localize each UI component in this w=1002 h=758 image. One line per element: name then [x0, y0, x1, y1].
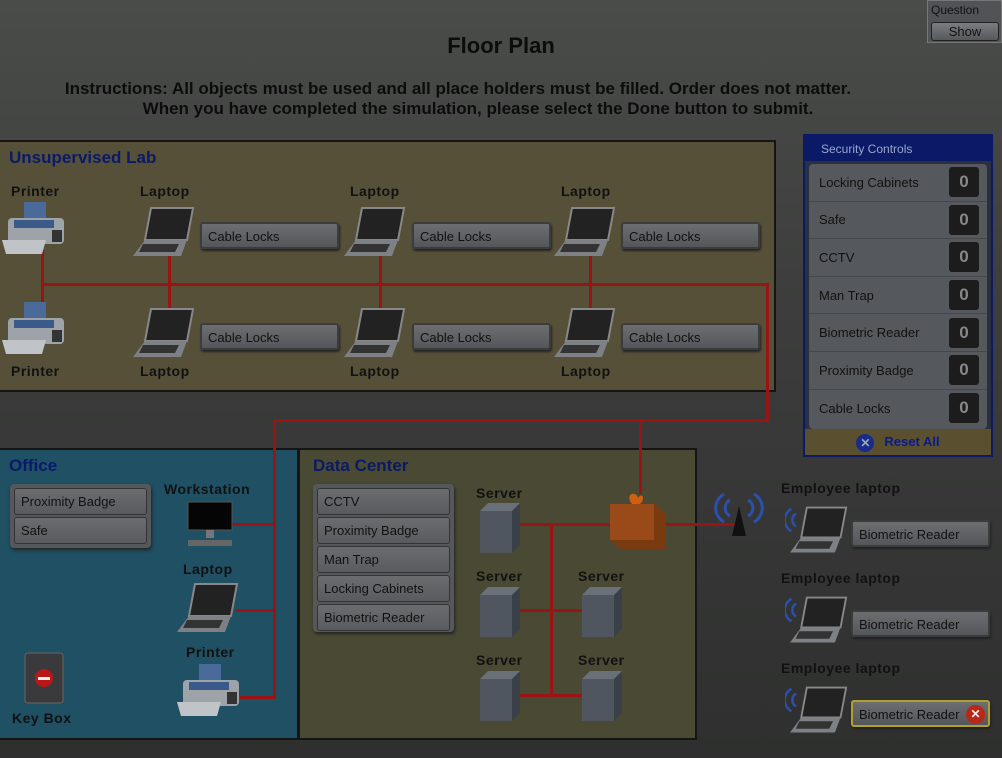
control-count: 0: [949, 280, 979, 311]
control-count: 0: [949, 167, 979, 198]
employee-slot-label: Biometric Reader: [859, 707, 960, 722]
control-label: Locking Cabinets: [819, 174, 919, 190]
security-controls-panel: Security Controls Locking Cabinets 0 Safe…: [803, 134, 993, 457]
datacenter-slot[interactable]: Man Trap: [317, 546, 450, 573]
laptop-label: Laptop: [561, 363, 611, 379]
key-box-label: Key Box: [12, 710, 72, 726]
datacenter-slot[interactable]: Biometric Reader: [317, 604, 450, 631]
server-icon: [582, 587, 622, 637]
security-controls-title: Security Controls: [805, 136, 991, 161]
control-count: 0: [949, 355, 979, 386]
control-count: 0: [949, 317, 979, 348]
control-item-man-trap[interactable]: Man Trap 0: [809, 277, 987, 315]
show-question-button[interactable]: Show: [931, 22, 999, 41]
laptop-icon: [554, 307, 616, 359]
printer-icon: [2, 200, 66, 256]
workstation-label: Workstation: [164, 481, 251, 497]
employee-laptop-label: Employee laptop: [781, 660, 901, 676]
control-count: 0: [949, 393, 979, 424]
server-label: Server: [578, 568, 625, 584]
server-label: Server: [476, 568, 523, 584]
laptop-icon: [554, 206, 616, 258]
employee-laptop-label: Employee laptop: [781, 570, 901, 586]
laptop-icon: [790, 685, 848, 735]
reset-all-label: Reset All: [884, 434, 940, 449]
laptop-label: Laptop: [140, 183, 190, 199]
laptop-label: Laptop: [350, 183, 400, 199]
office-title: Office: [9, 456, 58, 475]
lab-slot[interactable]: Cable Locks: [200, 323, 339, 350]
employee-slot[interactable]: Biometric Reader: [851, 520, 990, 547]
laptop-icon: [790, 505, 848, 555]
laptop-icon: [133, 307, 195, 359]
printer-label: Printer: [11, 363, 60, 379]
control-count: 0: [949, 204, 979, 235]
control-item-biometric-reader[interactable]: Biometric Reader 0: [809, 314, 987, 352]
employee-laptop-label: Employee laptop: [781, 480, 901, 496]
printer-label: Printer: [186, 644, 235, 660]
control-item-proximity-badge[interactable]: Proximity Badge 0: [809, 352, 987, 390]
laptop-label: Laptop: [350, 363, 400, 379]
data-center-title: Data Center: [313, 456, 409, 475]
lab-slot[interactable]: Cable Locks: [621, 222, 760, 249]
question-box: Question Show: [927, 0, 1002, 43]
server-icon: [480, 671, 520, 721]
laptop-icon: [344, 307, 406, 359]
office-slot-panel: Proximity Badge Safe: [10, 484, 151, 548]
control-label: CCTV: [819, 249, 855, 265]
server-icon: [480, 503, 520, 553]
laptop-label: Laptop: [183, 561, 233, 577]
reset-all-button[interactable]: ✕ Reset All: [805, 429, 991, 455]
datacenter-slot-panel: CCTV Proximity Badge Man Trap Locking Ca…: [313, 484, 454, 632]
reset-icon: ✕: [856, 433, 875, 452]
employee-slot[interactable]: Biometric Reader: [851, 610, 990, 637]
control-item-safe[interactable]: Safe 0: [809, 202, 987, 240]
server-icon: [480, 587, 520, 637]
control-item-cable-locks[interactable]: Cable Locks 0: [809, 390, 987, 428]
office-slot[interactable]: Safe: [14, 517, 147, 544]
control-item-locking-cabinets[interactable]: Locking Cabinets 0: [809, 164, 987, 202]
lab-title: Unsupervised Lab: [9, 148, 157, 167]
lab-slot[interactable]: Cable Locks: [200, 222, 339, 249]
laptop-icon: [790, 595, 848, 645]
firewall-icon: [610, 493, 666, 550]
lab-slot[interactable]: Cable Locks: [412, 323, 551, 350]
control-label: Man Trap: [819, 287, 874, 303]
printer-label: Printer: [11, 183, 60, 199]
wireless-antenna-icon: [714, 492, 764, 536]
control-label: Cable Locks: [819, 400, 891, 416]
key-box-icon: [24, 652, 64, 704]
datacenter-slot[interactable]: Locking Cabinets: [317, 575, 450, 602]
server-icon: [582, 671, 622, 721]
instructions-line-1: Instructions: All objects must be used a…: [64, 79, 852, 98]
datacenter-slot[interactable]: Proximity Badge: [317, 517, 450, 544]
control-label: Biometric Reader: [819, 325, 920, 341]
control-item-cctv[interactable]: CCTV 0: [809, 239, 987, 277]
control-count: 0: [949, 242, 979, 273]
office-slot[interactable]: Proximity Badge: [14, 488, 147, 515]
laptop-icon: [177, 582, 239, 634]
server-label: Server: [476, 652, 523, 668]
lab-slot[interactable]: Cable Locks: [412, 222, 551, 249]
control-label: Proximity Badge: [819, 362, 914, 378]
printer-icon: [177, 662, 241, 718]
laptop-icon: [344, 206, 406, 258]
instructions-line-2: When you have completed the simulation, …: [142, 99, 814, 118]
lab-slot[interactable]: Cable Locks: [621, 323, 760, 350]
server-label: Server: [578, 652, 625, 668]
workstation-icon: [187, 501, 233, 546]
datacenter-slot[interactable]: CCTV: [317, 488, 450, 515]
laptop-icon: [133, 206, 195, 258]
printer-icon: [2, 300, 66, 356]
remove-icon[interactable]: ✕: [966, 705, 985, 724]
laptop-label: Laptop: [140, 363, 190, 379]
server-label: Server: [476, 485, 523, 501]
control-label: Safe: [819, 212, 846, 228]
laptop-label: Laptop: [561, 183, 611, 199]
page-title: Floor Plan: [447, 33, 555, 58]
question-label: Question: [931, 3, 980, 17]
